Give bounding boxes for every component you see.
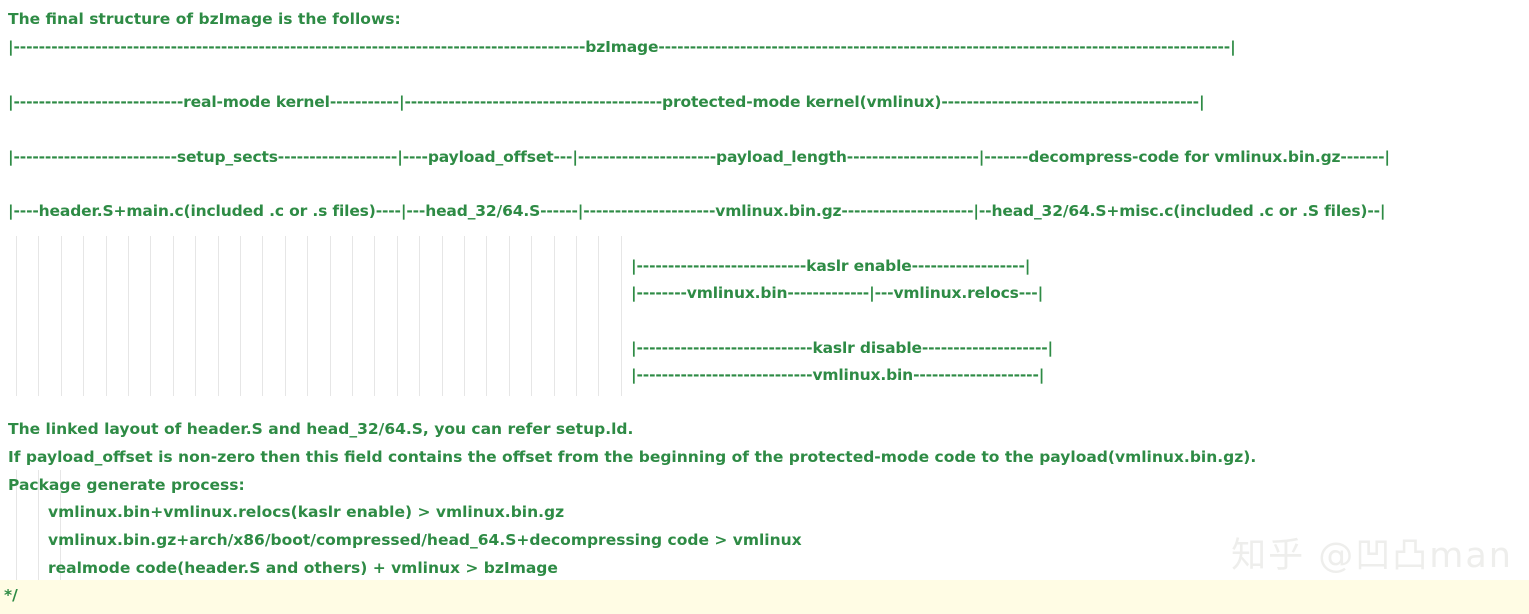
step-bzimage: realmode code(header.S and others) + vml… — [48, 559, 558, 577]
zhihu-watermark: 知乎 @凹凸man — [1231, 536, 1513, 576]
note-package-generate-process: Package generate process: — [8, 476, 245, 494]
note-payload-offset: If payload_offset is non-zero then this … — [8, 448, 1257, 466]
indent-guide-line — [16, 470, 17, 586]
diagram-row-kaslr-disable-parts: |----------------------------vmlinux.bin… — [631, 366, 1045, 384]
note-linked-layout: The linked layout of header.S and head_3… — [8, 420, 634, 438]
diagram-row-kaslr-disable: |----------------------------kaslr disab… — [631, 339, 1054, 357]
step-vmlinux-bin-gz: vmlinux.bin+vmlinux.relocs(kaslr enable)… — [48, 503, 565, 521]
diagram-row-sects-offset-length: |--------------------------setup_sects--… — [8, 148, 1390, 166]
comment-end-marker: */ — [4, 586, 18, 604]
diagram-row-bzimage: |---------------------------------------… — [8, 38, 1236, 56]
diagram-row-kaslr-enable-parts: |--------vmlinux.bin-------------|---vml… — [631, 284, 1044, 302]
intro-line: The final structure of bzImage is the fo… — [8, 10, 401, 28]
step-vmlinux: vmlinux.bin.gz+arch/x86/boot/compressed/… — [48, 531, 802, 549]
diagram-row-source-files: |----header.S+main.c(included .c or .s f… — [8, 202, 1386, 220]
diagram-row-kernel-split: |---------------------------real-mode ke… — [8, 93, 1205, 111]
diagram-row-kaslr-enable: |---------------------------kaslr enable… — [631, 257, 1031, 275]
indent-guide-line — [60, 470, 61, 586]
indent-guide-line — [38, 470, 39, 586]
current-line-highlight — [0, 580, 1529, 614]
